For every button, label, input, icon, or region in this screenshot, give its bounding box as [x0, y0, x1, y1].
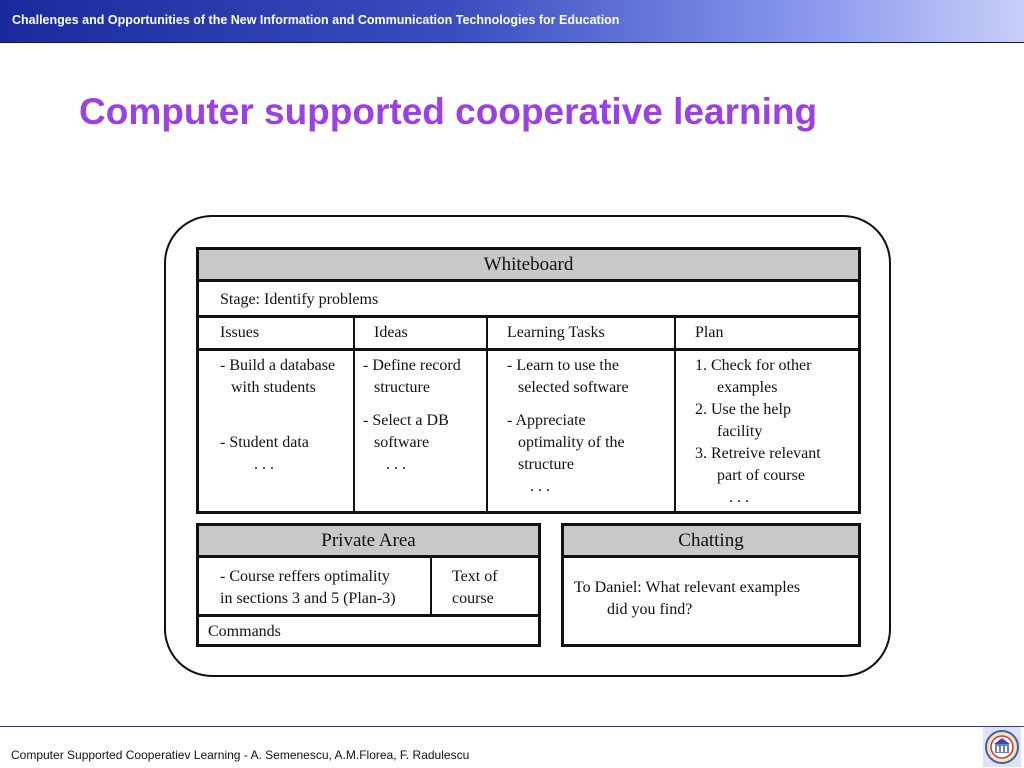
column-divider	[353, 318, 355, 511]
whiteboard-panel: Whiteboard Stage: Identify problems Issu…	[196, 247, 861, 514]
task-item: optimality of the	[518, 434, 625, 451]
task-item: - Learn to use the	[507, 357, 619, 374]
stage-label: Stage: Identify problems	[220, 291, 379, 308]
divider	[199, 315, 858, 318]
ellipsis: . . .	[530, 478, 550, 495]
chatting-panel: Chatting To Daniel: What relevant exampl…	[561, 523, 861, 647]
column-divider	[486, 318, 488, 511]
private-area-panel: Private Area - Course reffers optimality…	[196, 523, 541, 647]
plan-item: 2. Use the help	[695, 401, 791, 418]
private-note: - Course reffers optimality	[220, 568, 390, 585]
commands-label: Commands	[208, 623, 281, 640]
task-item: - Appreciate	[507, 412, 586, 429]
plan-item: facility	[717, 423, 763, 440]
plan-item: 1. Check for other	[695, 357, 812, 374]
issue-item: - Build a database	[220, 357, 336, 374]
idea-item: software	[374, 434, 430, 451]
divider	[199, 614, 538, 617]
slide-title: Computer supported cooperative learning	[79, 91, 818, 132]
ellipsis: . . .	[386, 456, 406, 473]
column-divider	[430, 558, 432, 614]
plan-item: part of course	[717, 467, 805, 484]
chat-message: did you find?	[607, 601, 693, 618]
whiteboard-title: Whiteboard	[199, 250, 858, 282]
idea-item: - Select a DB	[363, 412, 449, 429]
footer-text: Computer Supported Cooperatiev Learning …	[11, 748, 470, 762]
task-item: structure	[518, 456, 574, 473]
footer-divider	[0, 726, 1024, 727]
ellipsis: . . .	[729, 489, 749, 506]
idea-item: structure	[374, 379, 430, 396]
ellipsis: . . .	[254, 456, 274, 473]
course-text-label: course	[452, 590, 494, 607]
issue-item: with students	[231, 379, 316, 396]
task-item: selected software	[518, 379, 629, 396]
plan-item: examples	[717, 379, 778, 396]
private-area-title: Private Area	[199, 526, 538, 558]
divider	[199, 348, 858, 351]
private-note: in sections 3 and 5 (Plan-3)	[220, 590, 396, 607]
university-logo-icon	[983, 727, 1021, 767]
chat-message: To Daniel: What relevant examples	[574, 579, 801, 596]
plan-item: 3. Retreive relevant	[695, 445, 821, 462]
column-header-learning-tasks: Learning Tasks	[507, 324, 605, 341]
course-text-label: Text of	[452, 568, 498, 585]
issue-item: - Student data	[220, 434, 309, 451]
column-header-ideas: Ideas	[374, 324, 408, 341]
idea-item: - Define record	[363, 357, 461, 374]
column-header-issues: Issues	[220, 324, 260, 341]
header-title: Challenges and Opportunities of the New …	[12, 13, 620, 27]
diagram-frame	[164, 215, 891, 677]
column-header-plan: Plan	[695, 324, 724, 341]
header-bar: Challenges and Opportunities of the New …	[0, 0, 1024, 43]
chatting-title: Chatting	[564, 526, 858, 558]
column-divider	[674, 318, 676, 511]
